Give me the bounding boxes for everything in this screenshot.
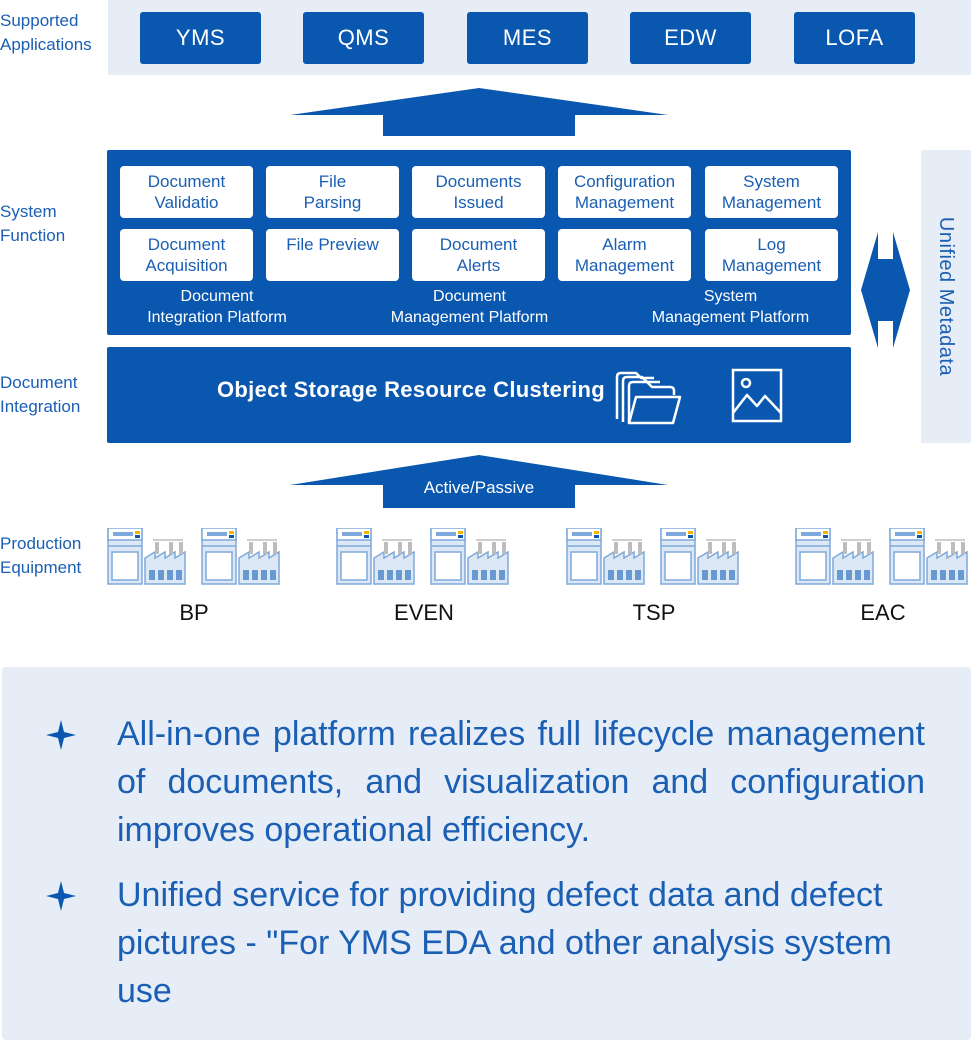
star-bullet-icon: [46, 881, 76, 911]
app-mes[interactable]: MES: [467, 12, 588, 64]
fn-alarm-management[interactable]: Alarm Management: [558, 229, 691, 281]
fn-system-management[interactable]: System Management: [705, 166, 838, 218]
up-arrow-active-passive: [290, 455, 668, 508]
factory-label-eac: EAC: [860, 600, 906, 625]
factory-icon-eac: [795, 528, 968, 585]
bullet-text-1: All-in-one platform realizes full lifecy…: [117, 715, 925, 849]
label-supported-applications: Supported Applications: [0, 11, 92, 54]
factory-icon-even: [336, 528, 509, 585]
factory-icon-tsp: [566, 528, 739, 585]
factory-label-bp: BP: [179, 600, 209, 625]
app-edw[interactable]: EDW: [630, 12, 751, 64]
info-panel: [2, 667, 971, 1040]
unified-metadata-label-wrap: Unified Metadata: [922, 150, 970, 443]
fn-file-preview[interactable]: File Preview: [266, 229, 399, 281]
image-icon: [731, 368, 783, 423]
storage-title: Object Storage Resource Clustering: [217, 377, 605, 402]
label-production-equipment: Production Equipment: [0, 534, 82, 577]
fn-documents-issued[interactable]: Documents Issued: [412, 166, 545, 218]
folder-stack-icon: [615, 371, 682, 425]
platform-document-integration: Document Integration Platform: [147, 288, 287, 326]
applications-band: YMS QMS MES EDW LOFA: [108, 0, 971, 75]
fn-file-parsing[interactable]: File Parsing: [266, 166, 399, 218]
factory-label-even: EVEN: [394, 600, 454, 625]
label-system-function: System Function: [0, 202, 66, 245]
up-arrow-top: [290, 88, 668, 136]
fn-document-validation[interactable]: Document Validatio: [120, 166, 253, 218]
factory-icon-bp: [107, 528, 280, 585]
platform-system-management: System Management Platform: [651, 288, 810, 326]
fn-document-alerts[interactable]: Document Alerts: [412, 229, 545, 281]
app-lofa[interactable]: LOFA: [794, 12, 915, 64]
unified-metadata-label: Unified Metadata: [935, 216, 958, 377]
active-passive-label: Active/Passive: [423, 478, 535, 497]
unified-metadata-band: [921, 150, 971, 443]
app-qms[interactable]: QMS: [303, 12, 424, 64]
object-storage-panel: Object Storage Resource Clustering: [107, 347, 851, 443]
label-document-integration: Document Integration: [0, 373, 81, 416]
factory-label-tsp: TSP: [632, 600, 676, 625]
double-arrow-icon: [861, 232, 910, 348]
star-bullet-icon: [46, 720, 76, 750]
fn-log-management[interactable]: Log Management: [705, 229, 838, 281]
fn-document-acquisition[interactable]: Document Acquisition: [120, 229, 253, 281]
system-function-panel: Document Validatio File Parsing Document…: [107, 150, 851, 335]
fn-configuration-management[interactable]: Configuration Management: [558, 166, 691, 218]
platform-document-management: Document Management Platform: [390, 288, 549, 326]
app-yms[interactable]: YMS: [140, 12, 261, 64]
bullet-text-2: Unified service for providing defect dat…: [117, 876, 892, 1010]
